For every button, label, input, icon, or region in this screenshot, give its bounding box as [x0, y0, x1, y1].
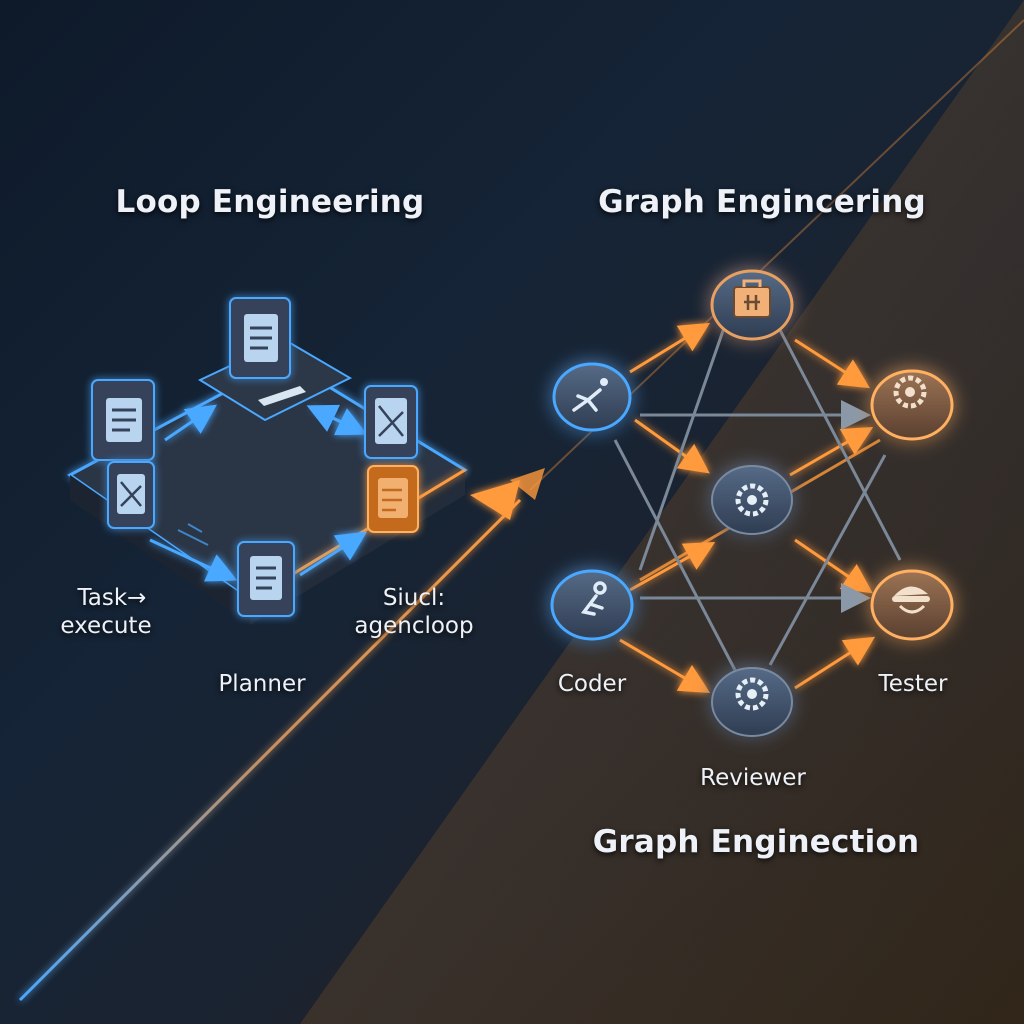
transition-arrow-icon	[510, 468, 545, 500]
image-doc-icon	[364, 385, 418, 459]
agencloop-label: agencloop	[354, 613, 474, 639]
runner-icon	[572, 378, 608, 412]
graph-node-reviewer[interactable]	[711, 667, 793, 737]
toolbox-icon	[733, 279, 771, 318]
orange-backdrop	[300, 0, 1024, 1024]
gear-icon	[893, 375, 927, 409]
transition-arrow-icon	[470, 480, 520, 520]
planner-label: Planner	[218, 671, 306, 697]
reviewer-label: Reviewer	[700, 765, 806, 791]
gear-icon	[735, 677, 769, 711]
document-icon	[197, 297, 353, 422]
diagonal-beam	[18, 498, 522, 1002]
coder-label: Coder	[557, 671, 627, 697]
execute-label: execute	[60, 613, 152, 639]
person-icon	[580, 581, 607, 616]
tester-label: Tester	[878, 671, 948, 697]
hat-icon	[892, 586, 930, 614]
graph-subtitle: Graph Enginection	[592, 824, 920, 860]
siucl-label: Siucl:	[382, 585, 446, 611]
chat-doc-icon	[91, 379, 155, 461]
graph-title: Graph Engincering	[598, 184, 926, 220]
gear-icon	[735, 483, 769, 517]
graph-node-tester[interactable]	[870, 569, 954, 641]
task-label: Task→	[77, 585, 147, 611]
orange-doc-icon	[367, 465, 419, 533]
loop-title: Loop Engineering	[115, 184, 425, 220]
document-icon	[237, 541, 295, 617]
image-doc-icon	[107, 461, 155, 529]
